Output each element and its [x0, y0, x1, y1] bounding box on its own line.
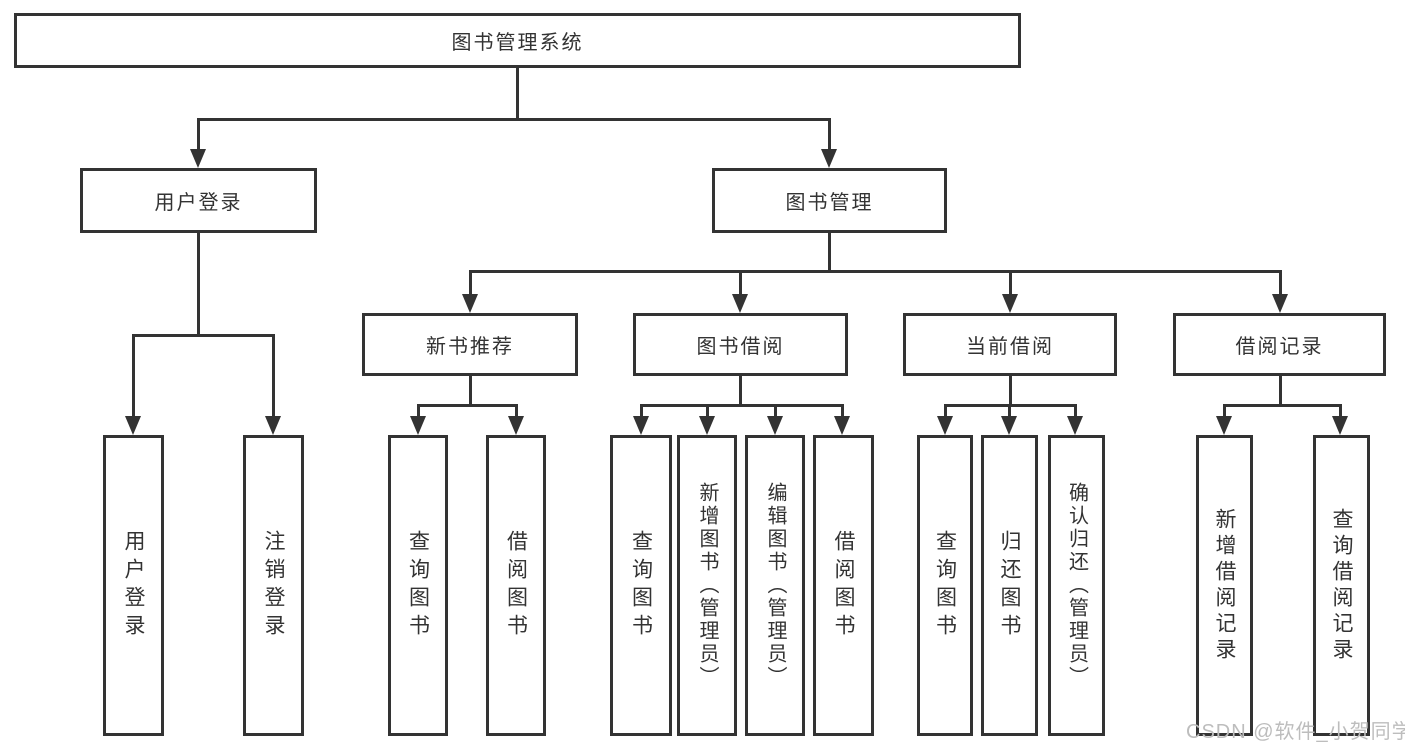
connector-current-borrow-down: [1009, 376, 1012, 406]
leaf-logout-login-label: 注销登录: [262, 529, 285, 642]
connector-stem-cb-return: [1008, 404, 1011, 418]
leaf-bb-query-books-label: 查询图书: [629, 529, 653, 642]
connector-stem-leaf-user-login: [132, 334, 135, 417]
arrowhead-rec-borrow: [508, 416, 524, 435]
connector-stem-borrow-records: [1279, 270, 1282, 296]
arrowhead-cb-return: [1001, 416, 1017, 435]
node-user-login: 用户登录: [80, 168, 317, 233]
connector-stem-cb-query: [944, 404, 947, 418]
connector-book-borrow-down: [739, 376, 742, 406]
connector-stem-bb-edit: [774, 404, 777, 418]
connector-new-book-rec-down: [469, 376, 472, 406]
leaf-user-login: 用户登录: [103, 435, 164, 736]
connector-book-borrow-hbar: [640, 404, 844, 407]
node-new-book-recommend-label: 新书推荐: [426, 336, 514, 358]
arrowhead-cb-query: [937, 416, 953, 435]
leaf-rec-query-books: 查询图书: [388, 435, 448, 736]
arrowhead-rec-query: [410, 416, 426, 435]
node-borrowing-records-label: 借阅记录: [1235, 336, 1324, 358]
leaf-rec-borrow-books-label: 借阅图书: [504, 529, 528, 642]
arrowhead-user-login: [190, 149, 206, 168]
connector-stem-rec-borrow: [515, 404, 518, 418]
arrowhead-leaf-user-login: [125, 416, 141, 435]
connector-stem-book-borrow: [739, 270, 742, 296]
leaf-bb-add-books-admin: 新增图书（管理员）: [677, 435, 737, 736]
arrowhead-book-borrow: [732, 294, 748, 313]
connector-stem-leaf-logout: [272, 334, 275, 417]
arrowhead-bb-query: [633, 416, 649, 435]
arrowhead-leaf-logout: [265, 416, 281, 435]
arrowhead-br-add: [1216, 416, 1232, 435]
connector-stem-br-query: [1339, 404, 1342, 418]
node-root-label: 图书管理系统: [451, 32, 584, 54]
leaf-bb-edit-books-admin: 编辑图书（管理员）: [745, 435, 805, 736]
connector-borrow-records-down: [1279, 376, 1282, 406]
connector-book-mgmt-stem: [828, 233, 831, 273]
leaf-cb-return-books-label: 归还图书: [998, 529, 1021, 642]
connector-stem-rec-query: [417, 404, 420, 418]
leaf-cb-confirm-return-admin: 确认归还（管理员）: [1048, 435, 1105, 736]
node-root-library-system: 图书管理系统: [14, 13, 1021, 68]
connector-stem-book-mgmt: [828, 118, 831, 150]
leaf-cb-query-books-label: 查询图书: [933, 529, 957, 642]
connector-stem-bb-query: [640, 404, 643, 418]
leaf-user-login-label: 用户登录: [122, 529, 145, 642]
leaf-br-query-record-label: 查询借阅记录: [1330, 507, 1353, 664]
leaf-br-query-record: 查询借阅记录: [1313, 435, 1370, 736]
arrowhead-current-borrow: [1002, 294, 1018, 313]
connector-user-login-hbar: [132, 334, 275, 337]
leaf-br-add-record-label: 新增借阅记录: [1213, 507, 1236, 664]
connector-stem-user-login: [197, 118, 200, 150]
leaf-cb-query-books: 查询图书: [917, 435, 973, 736]
node-book-management: 图书管理: [712, 168, 947, 233]
connector-stem-bb-borrow: [841, 404, 844, 418]
connector-stem-bb-add: [706, 404, 709, 418]
arrowhead-borrow-records: [1272, 294, 1288, 313]
node-new-book-recommend: 新书推荐: [362, 313, 578, 376]
leaf-bb-add-books-admin-label: 新增图书（管理员）: [696, 482, 718, 689]
leaf-bb-edit-books-admin-label: 编辑图书（管理员）: [764, 482, 786, 689]
connector-root-hbar: [197, 118, 831, 121]
connector-stem-new-book-rec: [469, 270, 472, 296]
arrowhead-bb-borrow: [834, 416, 850, 435]
node-book-borrowing-label: 图书借阅: [696, 336, 785, 358]
connector-root-stem: [516, 68, 519, 120]
connector-borrow-records-hbar: [1223, 404, 1342, 407]
arrowhead-br-query: [1332, 416, 1348, 435]
leaf-logout-login: 注销登录: [243, 435, 304, 736]
leaf-bb-borrow-books: 借阅图书: [813, 435, 874, 736]
leaf-rec-borrow-books: 借阅图书: [486, 435, 546, 736]
connector-stem-current-borrow: [1009, 270, 1012, 296]
connector-new-book-rec-hbar: [417, 404, 518, 407]
arrowhead-bb-add: [699, 416, 715, 435]
connector-user-login-stem: [197, 233, 200, 337]
node-book-borrowing: 图书借阅: [633, 313, 848, 376]
connector-stem-br-add: [1223, 404, 1226, 418]
leaf-bb-borrow-books-label: 借阅图书: [832, 529, 855, 642]
node-user-login-label: 用户登录: [154, 192, 243, 214]
leaf-cb-return-books: 归还图书: [981, 435, 1038, 736]
node-current-borrowing-label: 当前借阅: [966, 336, 1054, 358]
node-book-management-label: 图书管理: [785, 192, 874, 214]
arrowhead-bb-edit: [767, 416, 783, 435]
connector-book-mgmt-hbar: [469, 270, 1282, 273]
csdn-watermark: CSDN @软件_小贺同学: [1186, 721, 1405, 743]
node-current-borrowing: 当前借阅: [903, 313, 1117, 376]
leaf-rec-query-books-label: 查询图书: [406, 529, 430, 642]
arrowhead-new-book-rec: [462, 294, 478, 313]
leaf-cb-confirm-return-admin-label: 确认归还（管理员）: [1065, 482, 1088, 689]
node-borrowing-records: 借阅记录: [1173, 313, 1386, 376]
arrowhead-cb-confirm: [1067, 416, 1083, 435]
arrowhead-book-mgmt: [821, 149, 837, 168]
connector-stem-cb-confirm: [1074, 404, 1077, 418]
leaf-br-add-record: 新增借阅记录: [1196, 435, 1253, 736]
leaf-bb-query-books: 查询图书: [610, 435, 672, 736]
